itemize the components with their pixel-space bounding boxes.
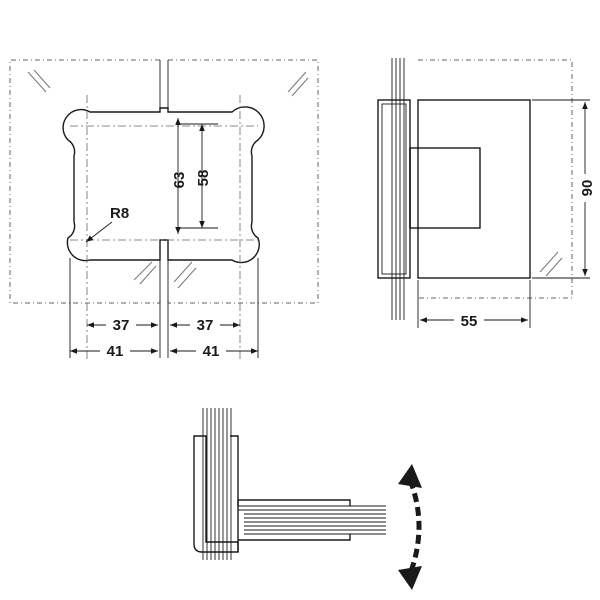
double-arrow-rotation-icon — [398, 464, 422, 590]
top-clamp-inner — [238, 499, 351, 506]
top-view — [193, 408, 422, 590]
dim-right-outer: 41 — [203, 343, 220, 360]
left-glass-panel — [9, 59, 160, 304]
dim-left-outer: 41 — [107, 343, 124, 360]
front-view: 63 58 R8 37 37 41 41 — [9, 59, 319, 360]
top-clamp-outer — [193, 435, 239, 553]
side-hinge-block — [409, 147, 481, 229]
right-glass-panel — [168, 59, 319, 304]
dim-right-inner: 37 — [197, 317, 214, 334]
side-glass-panel — [418, 59, 573, 299]
dim-side-depth: 55 — [461, 313, 478, 330]
dim-side-height: 90 — [579, 180, 596, 197]
radius-label: R8 — [110, 205, 129, 222]
side-plate-left — [377, 99, 411, 279]
side-view: 90 55 — [377, 58, 596, 330]
dim-height-inner: 58 — [195, 170, 212, 187]
dim-height-outer: 63 — [171, 172, 188, 189]
side-plate-right — [417, 99, 531, 279]
hinge-plate-outline — [62, 106, 265, 264]
glass-hatch-marks — [27, 69, 309, 289]
dim-left-inner: 37 — [113, 317, 130, 334]
